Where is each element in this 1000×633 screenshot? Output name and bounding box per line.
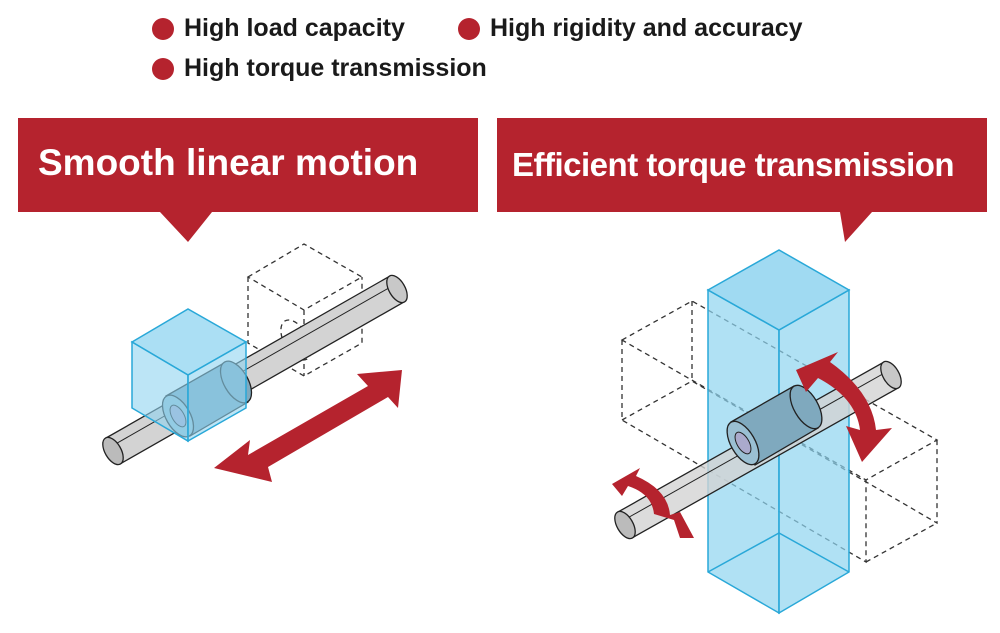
double-arrow-linear	[214, 370, 402, 482]
rotation-arrow-large	[796, 352, 892, 462]
feature-item: High rigidity and accuracy	[458, 14, 803, 43]
feature-item: High torque transmission	[152, 54, 487, 83]
callout-right-box	[497, 118, 987, 242]
bullet-icon	[152, 57, 174, 80]
ghost-blocks-right	[620, 300, 939, 564]
feature-label: High torque transmission	[184, 54, 487, 82]
feature-label: High rigidity and accuracy	[490, 14, 803, 42]
callout-left-title: Smooth linear motion	[38, 142, 419, 183]
bullet-icon	[458, 17, 480, 40]
spline-nut-right	[726, 384, 823, 466]
feature-item: High load capacity	[152, 14, 405, 43]
callout-left-box	[18, 118, 478, 242]
rotation-arrow-small	[612, 468, 694, 538]
feature-label: High load capacity	[184, 14, 405, 42]
callout-right-title: Efficient torque transmission	[512, 146, 955, 183]
bullet-icon	[152, 17, 174, 40]
block-left	[130, 308, 248, 443]
